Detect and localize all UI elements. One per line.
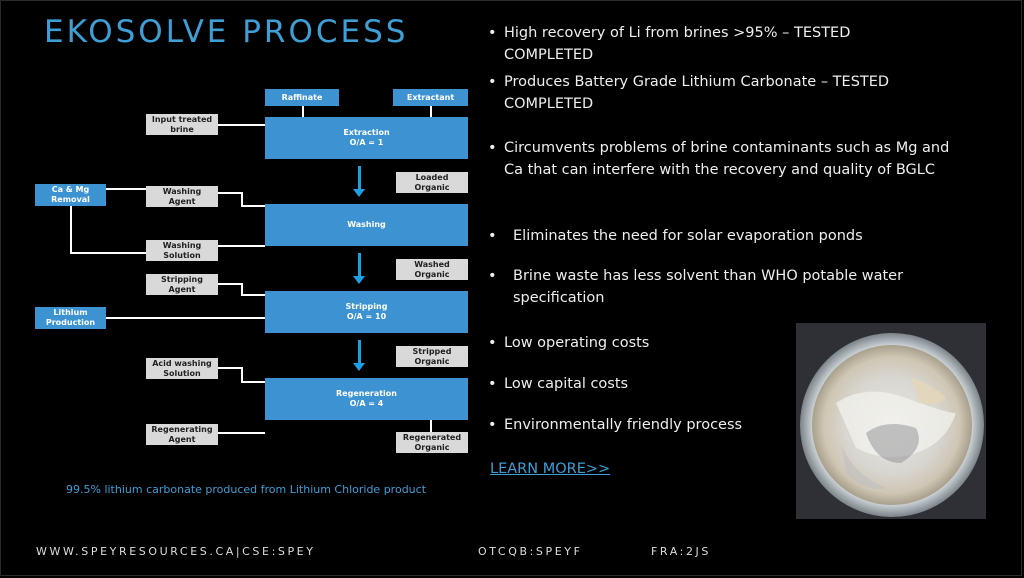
washing-solution-box: Washing Solution [146, 240, 218, 261]
stripped-organic-box: Stripped Organic [396, 346, 468, 367]
connector-line [218, 283, 242, 285]
ca-mg-removal-box: Ca & Mg Removal [35, 184, 106, 206]
connector-line [241, 283, 243, 295]
connector-line [430, 105, 432, 118]
stripping-agent-box: Stripping Agent [146, 274, 218, 295]
down-arrow-head [353, 189, 365, 197]
down-arrow-shaft [358, 340, 361, 364]
connector-line [241, 205, 265, 207]
lithium-production-box: Lithium Production [35, 307, 106, 329]
connector-line [430, 420, 432, 433]
washed-organic-box: Washed Organic [396, 259, 468, 280]
connector-line [218, 192, 242, 194]
list-item-text: Produces Battery Grade Lithium Carbonate… [504, 74, 890, 112]
acid-washing-solution-box: Acid washing Solution [146, 358, 218, 379]
bullet-icon: • [488, 140, 497, 156]
extraction-box: Extraction O/A = 1 [265, 117, 468, 159]
connector-line [302, 105, 304, 118]
list-item-text: Low capital costs [504, 376, 629, 392]
regeneration-box: Regeneration O/A = 4 [265, 378, 468, 420]
bullet-icon: • [488, 335, 497, 351]
extractant-box: Extractant [393, 89, 468, 106]
connector-line [241, 381, 265, 383]
footer-fra: FRA:2JS [651, 545, 711, 558]
connector-line [106, 317, 265, 319]
connector-line [218, 124, 265, 126]
connector-line [106, 188, 146, 190]
connector-line [70, 252, 146, 254]
list-item-text: Low operating costs [504, 335, 650, 351]
regenerating-agent-box: Regenerating Agent [146, 424, 218, 445]
list-item: • Environmentally friendly process [488, 414, 788, 436]
list-item-text: Environmentally friendly process [504, 417, 743, 433]
list-item: • Low capital costs [488, 373, 788, 395]
bullet-icon: • [488, 25, 497, 41]
down-arrow-shaft [358, 253, 361, 277]
connector-line [70, 206, 72, 253]
washing-box: Washing [265, 204, 468, 246]
list-item-text: High recovery of Li from brines >95% – T… [504, 25, 851, 63]
bullet-icon: • [488, 417, 497, 433]
down-arrow-head [353, 276, 365, 284]
list-item-text: Eliminates the need for solar evaporatio… [513, 228, 863, 244]
bullet-icon: • [488, 228, 497, 244]
connector-line [218, 432, 265, 434]
learn-more-link[interactable]: LEARN MORE>> [490, 461, 611, 477]
down-arrow-shaft [358, 166, 361, 190]
input-brine-box: Input treated brine [146, 114, 218, 135]
footer-otcqb: OTCQB:SPEYF [478, 545, 583, 558]
lithium-carbonate-photo [796, 323, 986, 519]
diagram-caption: 99.5% lithium carbonate produced from Li… [66, 483, 427, 496]
list-item: • Eliminates the need for solar evaporat… [488, 225, 958, 247]
raffinate-box: Raffinate [265, 89, 339, 106]
loaded-organic-box: Loaded Organic [396, 172, 468, 193]
list-item-text: Circumvents problems of brine contaminan… [504, 140, 950, 178]
bullet-icon: • [488, 268, 497, 284]
list-item: • Brine waste has less solvent than WHO … [488, 265, 948, 309]
footer-website: WWW.SPEYRESOURCES.CA|CSE:SPEY [36, 545, 316, 558]
bullet-icon: • [488, 376, 497, 392]
list-item: • Produces Battery Grade Lithium Carbona… [488, 71, 928, 115]
connector-line [241, 192, 243, 206]
petri-dish-image [796, 323, 986, 519]
regenerated-organic-box: Regenerated Organic [396, 432, 468, 453]
connector-line [218, 367, 242, 369]
list-item: • High recovery of Li from brines >95% –… [488, 22, 868, 66]
down-arrow-head [353, 363, 365, 371]
connector-line [218, 245, 265, 247]
stripping-box: Stripping O/A = 10 [265, 291, 468, 333]
connector-line [241, 294, 265, 296]
list-item: • Low operating costs [488, 332, 788, 354]
page-title: EKOSOLVE PROCESS [44, 14, 409, 50]
process-diagram: Raffinate Extractant Input treated brine… [0, 0, 480, 470]
bullet-icon: • [488, 74, 497, 90]
list-item-text: Brine waste has less solvent than WHO po… [513, 268, 904, 306]
list-item: • Circumvents problems of brine contamin… [488, 137, 958, 181]
connector-line [241, 367, 243, 382]
washing-agent-box: Washing Agent [146, 186, 218, 207]
